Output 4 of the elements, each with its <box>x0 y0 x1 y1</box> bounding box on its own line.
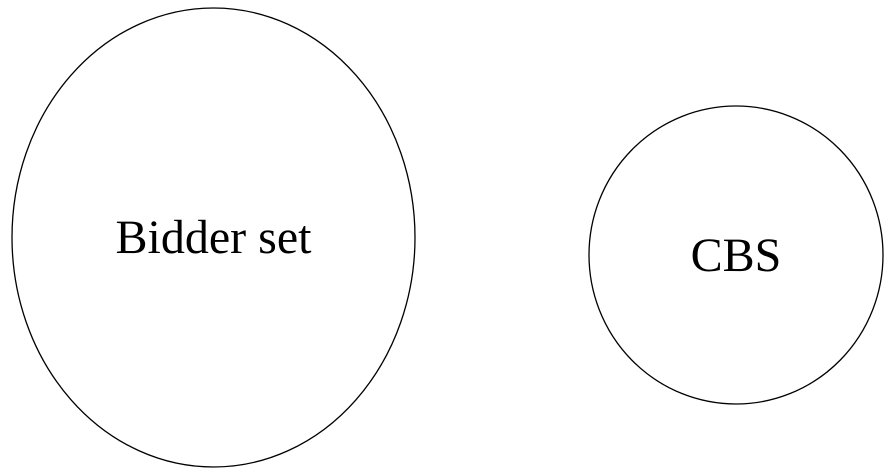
ellipse-node <box>11 7 416 468</box>
node-label: CBS <box>690 228 782 282</box>
node-label: Bidder set <box>116 210 312 265</box>
ellipse-node <box>588 105 884 405</box>
